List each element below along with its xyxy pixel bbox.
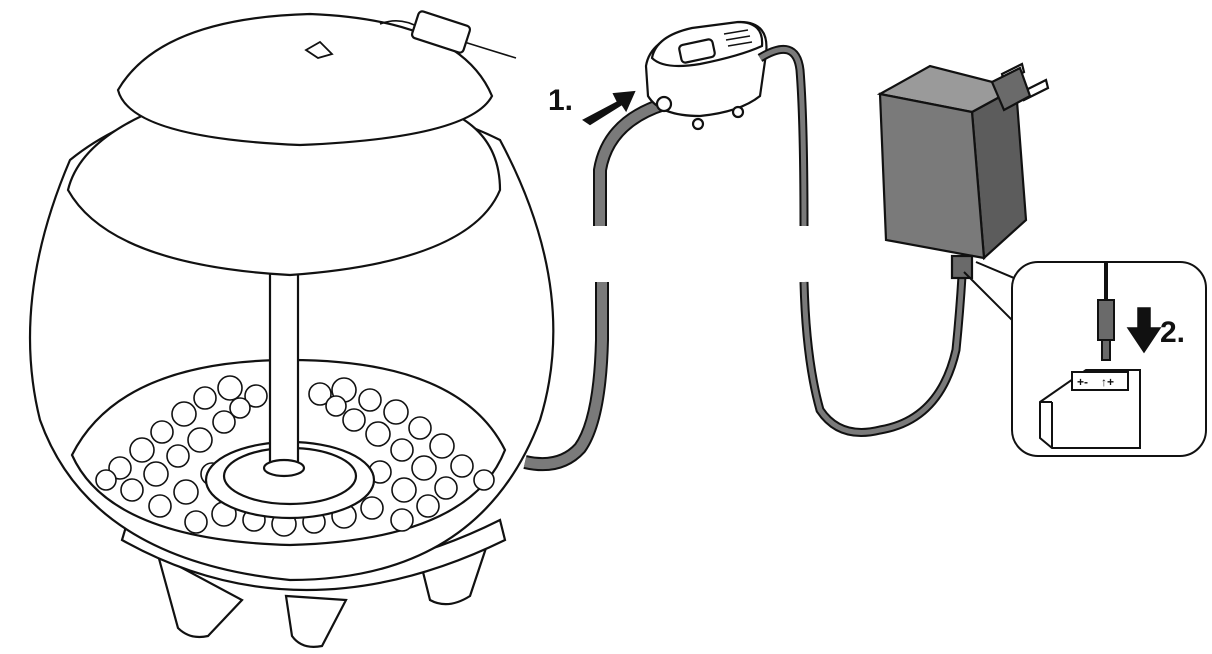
socket-symbol-minus: +- — [1077, 375, 1088, 389]
lamp-stem — [268, 258, 300, 472]
adapter-front — [878, 92, 986, 260]
device-edge — [1040, 401, 1053, 448]
air-pump-vents — [723, 29, 753, 47]
dc-plug-tip — [1101, 339, 1111, 361]
air-pump-foot — [691, 117, 705, 131]
step-2-number: 2. — [1160, 316, 1185, 349]
power-adapter-icon — [876, 62, 1050, 280]
aquarium-icon — [28, 10, 555, 648]
aquarium-leg-center — [284, 594, 348, 648]
lid-badge — [304, 40, 334, 59]
socket-symbol-plus: ↑+ — [1101, 375, 1114, 389]
adapter-plug-mount — [990, 66, 1032, 112]
dc-plug — [1097, 299, 1115, 341]
adapter-strain-relief — [950, 254, 974, 280]
socket-zoom-callout: +- ↑+ — [963, 261, 1207, 457]
air-pump-button — [678, 38, 716, 64]
step-2: 2. — [1126, 307, 1185, 354]
step-2-arrow-icon — [1126, 307, 1162, 354]
step-1-arrow-icon — [582, 90, 636, 126]
aquarium-leg-left — [156, 552, 244, 639]
pump-cable — [757, 45, 967, 437]
air-pump-foot — [731, 105, 745, 119]
air-pump-icon — [644, 20, 768, 131]
aquarium-lid-dome — [116, 12, 494, 147]
socket-label-plate — [1071, 371, 1129, 391]
step-1: 1. — [548, 84, 636, 126]
lamp-stem-foot — [262, 458, 306, 478]
step-1-number: 1. — [548, 84, 573, 117]
air-pump-outlet — [655, 95, 673, 113]
cable-clip — [410, 10, 472, 54]
airline-tube — [523, 97, 667, 472]
